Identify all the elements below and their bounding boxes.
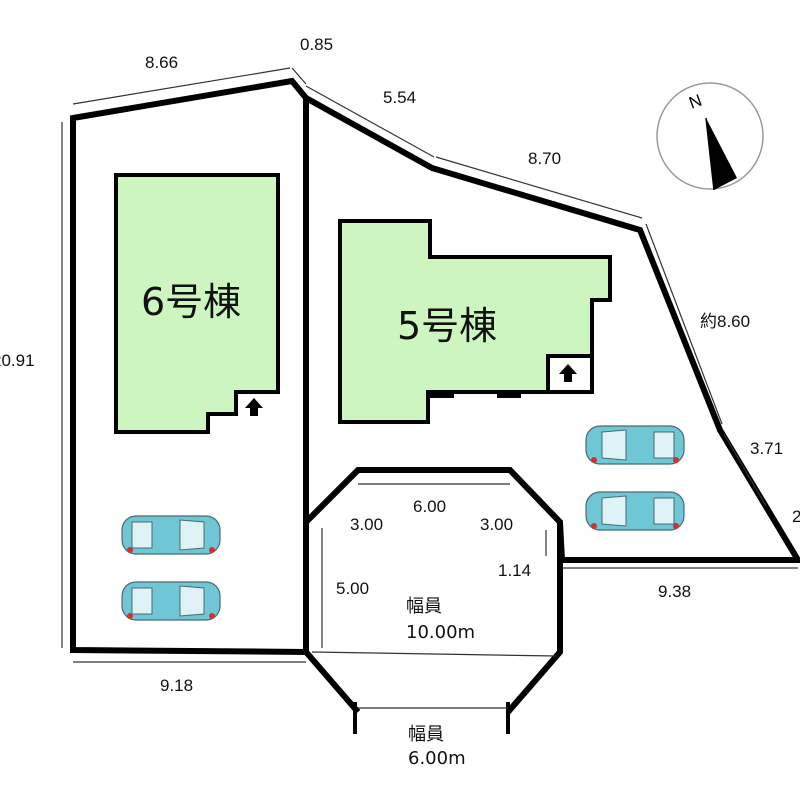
dim-road-offset: 1.14 — [498, 561, 531, 580]
dim-top-notch: 0.85 — [300, 35, 333, 54]
dim-top-left: 8.66 — [145, 53, 178, 72]
dim-road-depth: 5.00 — [336, 579, 369, 598]
dim-top-right: 8.70 — [528, 149, 561, 168]
dim-road-top: 6.00 — [413, 497, 446, 516]
road-branch-width: 6.00m — [408, 748, 466, 769]
dim-right-lower: 3.71 — [750, 439, 783, 458]
car-icon — [121, 515, 221, 555]
dim-right-upper: 約8.60 — [700, 312, 750, 331]
building-5-label: 5号棟 — [397, 304, 497, 348]
car-icon — [121, 581, 221, 621]
compass-north-label: N — [686, 91, 704, 113]
dimension-lines — [61, 67, 798, 709]
dim-road-right-chamfer: 3.00 — [480, 515, 513, 534]
building-6-label: 6号棟 — [141, 280, 241, 324]
dim-left-side: 20.91 — [0, 351, 35, 370]
road-main-label: 幅員 — [406, 596, 442, 617]
building-5-porch — [546, 356, 594, 394]
car-icon — [585, 491, 685, 531]
dim-top-mid: 5.54 — [383, 88, 416, 107]
road-main-width: 10.00m — [406, 622, 475, 643]
compass: N — [656, 82, 764, 191]
building-5-step-b — [497, 392, 521, 398]
north-arrow-icon — [706, 118, 737, 190]
road-end-ticks — [353, 702, 510, 734]
building-5-step-a — [430, 392, 454, 398]
dim-right-edge: 2 — [792, 507, 800, 526]
road-branch-label: 幅員 — [408, 724, 444, 745]
car-icon — [585, 425, 685, 465]
dim-bottom-left: 9.18 — [160, 676, 193, 695]
entrance-arrow-5-icon — [559, 364, 577, 382]
entrance-arrow-6-icon — [245, 398, 263, 416]
building-6 — [114, 173, 280, 434]
dim-road-left-chamfer: 3.00 — [350, 515, 383, 534]
dim-bottom-right: 9.38 — [658, 582, 691, 601]
